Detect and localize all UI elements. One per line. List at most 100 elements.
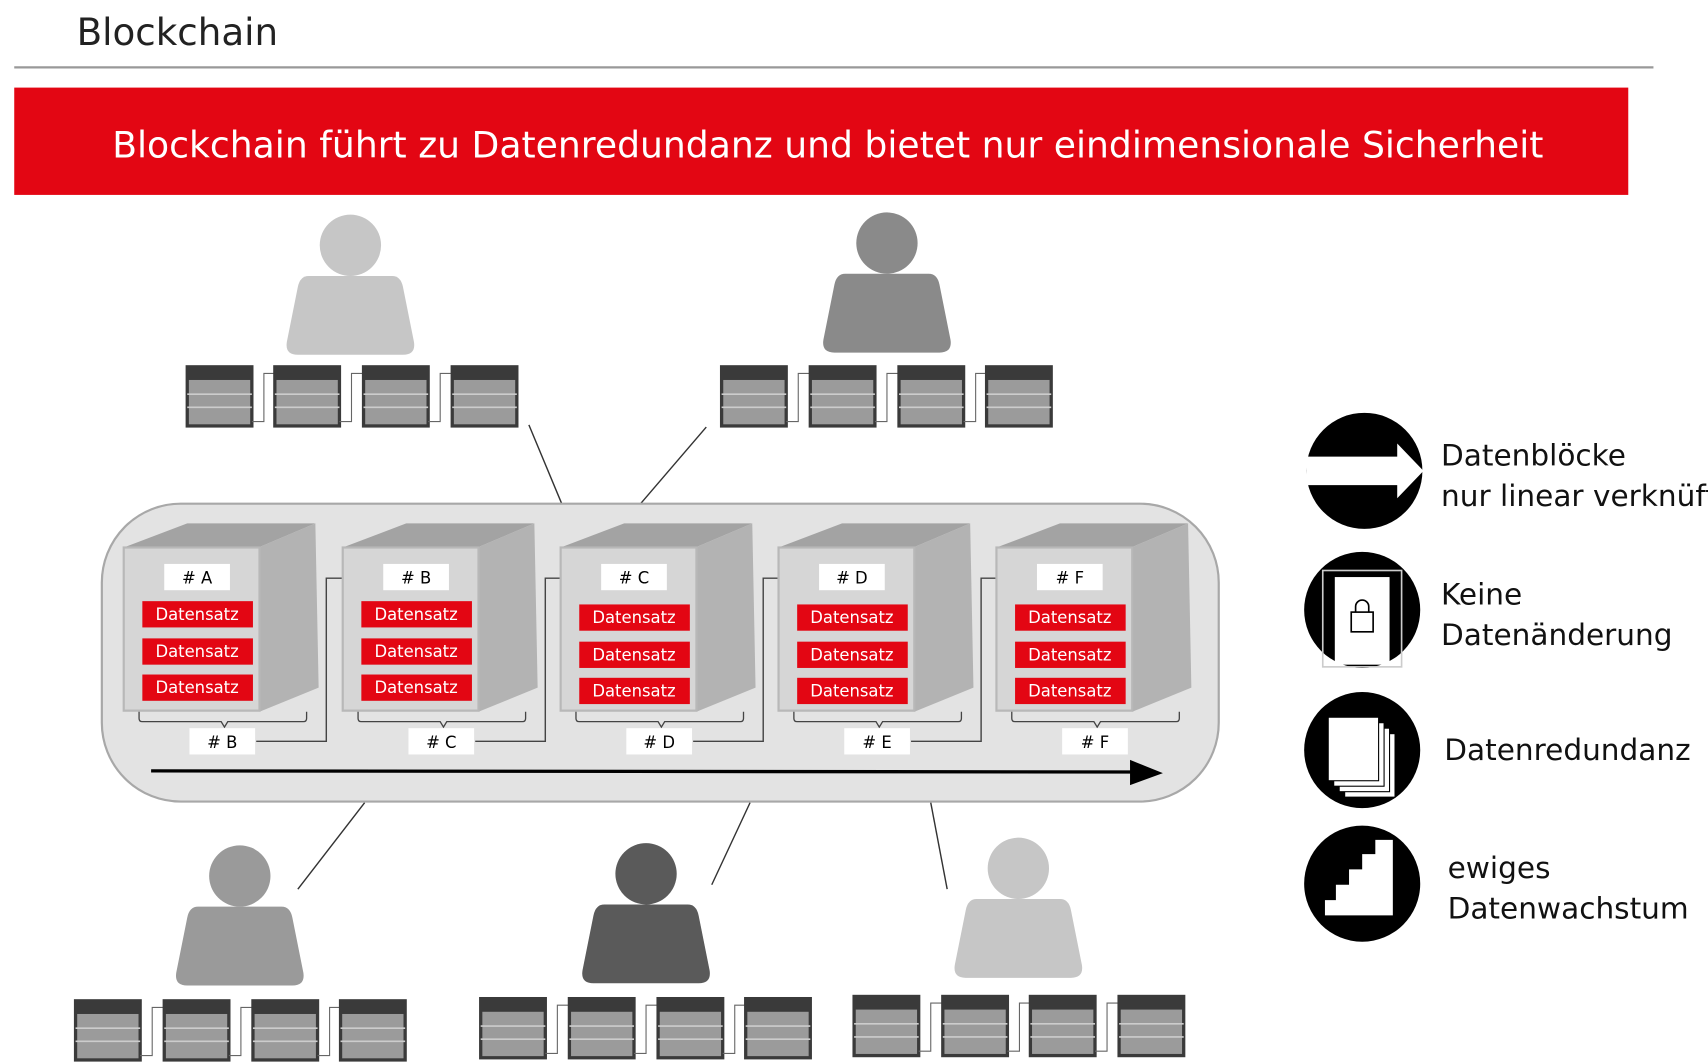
ledger-connector bbox=[918, 1002, 943, 1052]
ledger-table-icon bbox=[185, 365, 254, 428]
record-box bbox=[1015, 604, 1126, 631]
ledger-table-icon bbox=[251, 999, 320, 1062]
record-box bbox=[1015, 641, 1126, 668]
next-hash-box bbox=[1062, 728, 1128, 755]
hash-box bbox=[383, 563, 449, 591]
record-box bbox=[361, 601, 472, 628]
record-box bbox=[142, 638, 253, 665]
record-box bbox=[361, 638, 472, 665]
arrow-right-icon bbox=[1306, 412, 1424, 529]
ledger-table-icon bbox=[719, 365, 788, 428]
block-hash: # B bbox=[401, 569, 431, 588]
ledger-table-icon bbox=[1028, 994, 1097, 1058]
next-hash-label: # F bbox=[1081, 733, 1109, 752]
next-hash-label: # D bbox=[643, 733, 675, 752]
ledger-connector bbox=[874, 372, 899, 423]
ledger-table-icon bbox=[897, 365, 966, 428]
ledger-table-icon bbox=[567, 996, 636, 1060]
record-label: Datensatz bbox=[155, 605, 238, 624]
legend-label: Datenredundanz bbox=[1444, 733, 1690, 767]
record-box bbox=[797, 604, 908, 631]
block-side bbox=[1131, 523, 1192, 712]
ledger-connector bbox=[545, 1004, 570, 1054]
documents-stack-icon bbox=[1304, 692, 1421, 809]
bracket bbox=[1011, 711, 1180, 729]
participant bbox=[719, 212, 1053, 428]
ledger-connector bbox=[428, 372, 453, 423]
record-label: Datensatz bbox=[374, 642, 457, 661]
record-label: Datensatz bbox=[155, 642, 238, 661]
person-head-icon bbox=[615, 843, 677, 905]
person-head-icon bbox=[319, 214, 382, 276]
next-hash-box bbox=[844, 728, 910, 755]
block-side bbox=[913, 523, 974, 712]
person-head-icon bbox=[209, 845, 271, 907]
person-body-icon bbox=[286, 275, 415, 355]
record-box bbox=[579, 604, 690, 631]
legend-label: Keine bbox=[1441, 577, 1522, 611]
ledger-connector bbox=[228, 1006, 253, 1057]
record-label: Datensatz bbox=[810, 681, 893, 700]
record-label: Datensatz bbox=[155, 678, 238, 697]
ledger-table-icon bbox=[656, 996, 725, 1060]
ledger-connector bbox=[722, 1004, 747, 1054]
participant bbox=[852, 837, 1186, 1058]
ledger-table-icon bbox=[744, 996, 812, 1060]
ledger-table-icon bbox=[361, 365, 430, 428]
person-head-icon bbox=[856, 212, 918, 274]
ledger-table-icon bbox=[162, 999, 231, 1062]
bracket bbox=[793, 711, 963, 729]
record-label: Datensatz bbox=[592, 608, 675, 627]
record-label: Datensatz bbox=[1028, 681, 1111, 700]
block-side bbox=[258, 523, 319, 712]
record-box bbox=[797, 641, 908, 668]
record-label: Datensatz bbox=[1028, 608, 1111, 627]
block-hash: # D bbox=[836, 569, 868, 588]
ledger-connector bbox=[963, 372, 988, 423]
next-hash-box bbox=[626, 728, 693, 755]
block-top bbox=[778, 523, 971, 548]
block-hash: # F bbox=[1056, 569, 1084, 588]
bracket bbox=[138, 711, 308, 729]
block-top bbox=[342, 523, 535, 548]
chain-direction-arrow bbox=[151, 769, 1139, 774]
record-box bbox=[797, 677, 908, 705]
hash-box bbox=[164, 563, 230, 591]
next-hash-box bbox=[408, 728, 475, 755]
ledger-connector bbox=[339, 372, 364, 423]
ledger-table-icon bbox=[852, 994, 921, 1058]
block-side bbox=[477, 523, 538, 712]
record-label: Datensatz bbox=[374, 605, 457, 624]
hash-box bbox=[1036, 563, 1103, 591]
next-hash-box bbox=[189, 728, 256, 755]
page-title: Blockchain bbox=[77, 10, 278, 54]
record-label: Datensatz bbox=[1028, 645, 1111, 664]
ledger-connector bbox=[1007, 1002, 1032, 1052]
legend-label: nur linear verknüft bbox=[1441, 479, 1708, 513]
ledger-table-icon bbox=[479, 996, 547, 1060]
person-body-icon bbox=[954, 898, 1083, 978]
record-label: Datensatz bbox=[374, 678, 457, 697]
ledger-connector bbox=[786, 372, 811, 423]
person-body-icon bbox=[582, 904, 710, 984]
block-hash: # C bbox=[619, 569, 649, 588]
ledger-table-icon bbox=[273, 365, 342, 428]
ledger-connector bbox=[140, 1006, 165, 1057]
legend-label: Datenwachstum bbox=[1448, 892, 1689, 926]
block-hash: # A bbox=[182, 569, 213, 588]
next-hash-label: # B bbox=[207, 733, 237, 752]
banner bbox=[14, 87, 1629, 195]
banner-text: Blockchain führt zu Datenredundanz und b… bbox=[112, 124, 1543, 167]
record-box bbox=[361, 674, 472, 701]
stairs-icon bbox=[1304, 825, 1421, 942]
bracket bbox=[575, 711, 745, 729]
hash-box bbox=[819, 563, 885, 591]
block-top bbox=[123, 523, 316, 548]
